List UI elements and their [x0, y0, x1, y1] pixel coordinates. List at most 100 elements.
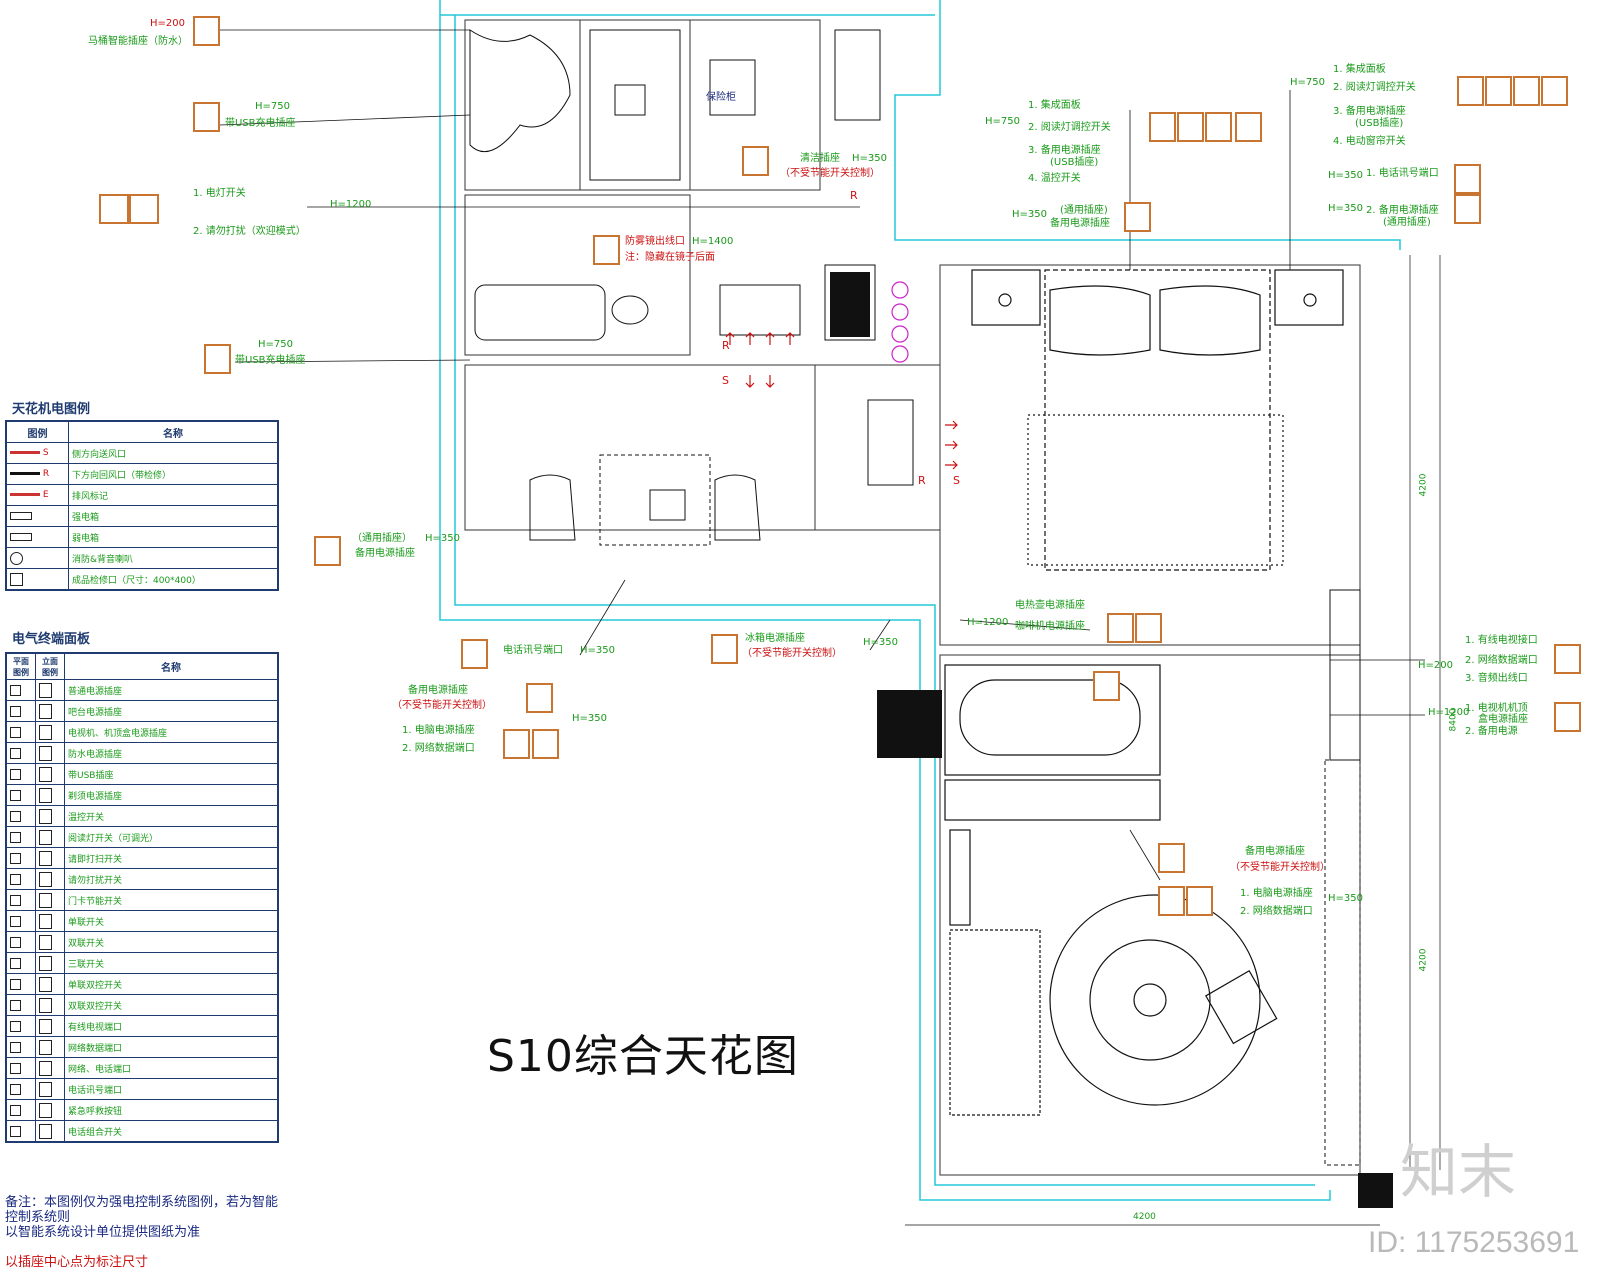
plan-symbol [6, 931, 36, 953]
air-arrows [725, 332, 958, 470]
elevation-symbol [35, 1057, 65, 1079]
plan-symbol [6, 700, 36, 722]
spare4-label: 备用电源插座 [1245, 846, 1305, 857]
drawing-title: S10综合天花图 [487, 1031, 799, 1082]
electrical-legend-row: 网络、电话端口 [6, 1057, 278, 1079]
ceiling-legend-row: 下方向回风口（带检修） [68, 463, 278, 485]
spare2-label: 2. 备用电源插座 [1366, 205, 1439, 216]
elevation-symbol [35, 952, 65, 974]
pc1-label: 1. 电脑电源插座 [402, 725, 475, 736]
electrical-legend-row: 网络数据端口 [6, 1036, 278, 1058]
electrical-legend-row: 双联开关 [6, 931, 278, 953]
elevation-symbol [35, 679, 65, 701]
panelL-1-label: 1. 集成面板 [1028, 100, 1081, 111]
plan-symbol [6, 994, 36, 1016]
ceiling-symbol [6, 547, 69, 569]
electrical-legend-name: 阅读灯开关（可调光） [64, 826, 278, 848]
elevation-symbol [35, 763, 65, 785]
elevation-symbol [35, 784, 65, 806]
plan-symbol [6, 784, 36, 806]
electrical-legend-row: 带USB插座 [6, 763, 278, 785]
dim-right-4200-bottom: 4200 [1418, 948, 1429, 972]
light-switch-label: 1. 电灯开关 [193, 188, 246, 199]
h750c-label: H=750 [985, 116, 1020, 127]
r-label-1: R [850, 189, 858, 202]
electrical-legend-title: 电气终端面板 [12, 632, 91, 647]
panelR-2-label: 2. 阅读灯调控开关 [1333, 82, 1416, 93]
electrical-legend-row: 有线电视端口 [6, 1015, 278, 1037]
phone1-label: 电话讯号端口 [503, 645, 563, 656]
ceiling-symbol [6, 568, 69, 590]
panelR-3b-label: (USB插座) [1355, 118, 1404, 129]
spare4-sub-label: （不受节能开关控制） [1230, 862, 1330, 873]
electrical-legend-name: 双联开关 [64, 931, 278, 953]
elevation-symbol [35, 973, 65, 995]
legend-note-3: 以智能系统设计单位提供图纸为准 [5, 1225, 201, 1240]
electrical-legend-name: 电话组合开关 [64, 1120, 278, 1142]
electrical-legend-name: 请即打扫开关 [64, 847, 278, 869]
electrical-legend-name: 门卡节能开关 [64, 889, 278, 911]
electrical-legend-row: 温控开关 [6, 805, 278, 827]
usb1-label: 带USB充电插座 [225, 118, 296, 129]
h750a-label: H=750 [255, 101, 290, 112]
electrical-legend-name: 三联开关 [64, 952, 278, 974]
ceiling-legend-row: 排风标记 [68, 484, 278, 506]
fixture-circles [891, 281, 909, 363]
plan-symbol [6, 868, 36, 890]
elevation-symbol [35, 1078, 65, 1100]
electrical-legend-row: 防水电源插座 [6, 742, 278, 764]
tv2-label: 2. 网络数据端口 [1465, 655, 1538, 666]
plan-symbol [6, 1099, 36, 1121]
elevation-symbol [35, 721, 65, 743]
tv3-label: 3. 音频出线口 [1465, 673, 1528, 684]
elec-header-elev: 立面图例 [35, 653, 65, 680]
ceiling-legend-row: 弱电箱 [68, 526, 278, 548]
h350b-label: H=350 [425, 533, 460, 544]
electrical-legend-name: 普通电源插座 [64, 679, 278, 701]
electrical-legend-row: 电话讯号端口 [6, 1078, 278, 1100]
h350a-label: H=350 [852, 153, 887, 164]
electrical-legend-name: 带USB插座 [64, 763, 278, 785]
electrical-legend-name: 网络数据端口 [64, 1036, 278, 1058]
dnd-label: 2. 请勿打扰（欢迎模式） [193, 226, 306, 237]
ceiling-symbol: S [6, 442, 69, 464]
socket-boxes [99, 16, 1581, 916]
plan-symbol [6, 1015, 36, 1037]
plan-symbol [6, 763, 36, 785]
elevation-symbol [35, 1099, 65, 1121]
electrical-legend-name: 双联双控开关 [64, 994, 278, 1016]
electrical-legend-row: 剃须电源插座 [6, 784, 278, 806]
panelR-4-label: 4. 电动窗帘开关 [1333, 136, 1406, 147]
plan-symbol [6, 847, 36, 869]
dim-right-4200-top: 4200 [1418, 473, 1429, 497]
dim-bottom-4200: 4200 [1133, 1212, 1156, 1222]
bathroom-fixtures [469, 29, 881, 341]
electrical-legend-name: 电话讯号端口 [64, 1078, 278, 1100]
tv1-label: 1. 有线电视接口 [1465, 635, 1538, 646]
general2b-label: 备用电源插座 [1050, 218, 1110, 229]
electrical-legend-name: 防水电源插座 [64, 742, 278, 764]
brand-watermark: 知末 [1400, 1138, 1517, 1206]
electrical-legend-row: 阅读灯开关（可调光） [6, 826, 278, 848]
elevation-symbol [35, 889, 65, 911]
spare2b-label: (通用插座) [1383, 217, 1431, 228]
plan-symbol [6, 805, 36, 827]
dimension-note: 以插座中心点为标注尺寸 [5, 1255, 149, 1270]
panelL-3b-label: (USB插座) [1050, 157, 1099, 168]
electrical-legend-name: 剃须电源插座 [64, 784, 278, 806]
electrical-legend-name: 电视机、机顶盒电源插座 [64, 721, 278, 743]
phone2-label: 1. 电话讯号端口 [1366, 168, 1439, 179]
electrical-legend-name: 网络、电话端口 [64, 1057, 278, 1079]
elevation-symbol [35, 1015, 65, 1037]
h200b-label: H=200 [1418, 660, 1453, 671]
h350f-label: H=350 [1012, 209, 1047, 220]
electrical-legend-row: 请即打扫开关 [6, 847, 278, 869]
ceiling-symbol [6, 526, 69, 548]
electrical-legend-name: 单联开关 [64, 910, 278, 932]
dim-right-8400: 8400 [1448, 708, 1459, 732]
elec-header-plan: 平面图例 [6, 653, 36, 680]
plan-symbol [6, 952, 36, 974]
h350d-label: H=350 [863, 637, 898, 648]
s-label-1: S [722, 374, 729, 387]
leader-lines [219, 29, 1425, 881]
